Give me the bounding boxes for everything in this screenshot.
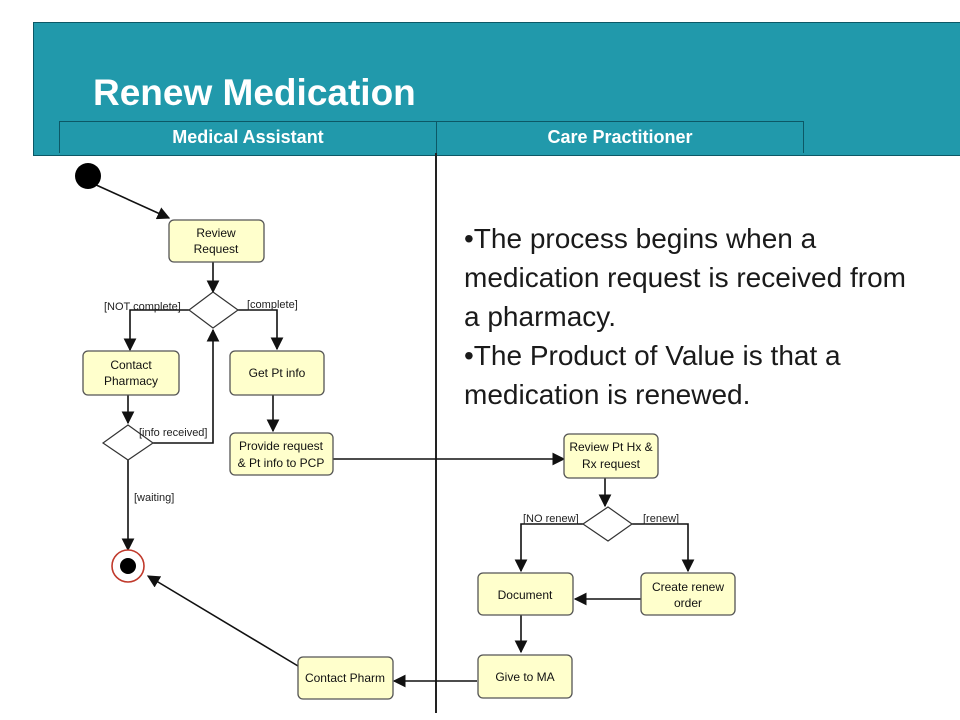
activity-label: Provide request (239, 439, 324, 453)
bullet-line: a pharmacy. (464, 301, 616, 332)
page-title: Renew Medication (93, 72, 416, 113)
bullet-line: •The process begins when a (464, 223, 817, 254)
activity-label: Pharmacy (104, 374, 158, 388)
activity-label: Create renew (652, 580, 724, 594)
activity-provide-request: Provide request & Pt info to PCP (229, 432, 334, 476)
edge-start-to-review (93, 183, 171, 220)
lane-header-care-practitioner: Care Practitioner (436, 121, 804, 153)
edge-renew (632, 523, 695, 573)
guard-no-renew: [NO renew] (523, 513, 579, 525)
description-text: •The process begins when a medication re… (464, 219, 960, 414)
activity-label: Rx request (582, 457, 641, 471)
activity-label: Get Pt info (249, 366, 306, 380)
guard-not-complete: [NOT complete] (104, 301, 181, 313)
activity-label: Give to MA (495, 670, 554, 684)
edges (93, 183, 695, 688)
bullet-line: •The Product of Value is that a (464, 340, 841, 371)
decision-complete (188, 291, 240, 329)
decision-info-received (101, 424, 155, 461)
guard-complete: [complete] (247, 299, 298, 311)
activity-label: Review (196, 226, 236, 240)
bullet-line: medication is renewed. (464, 379, 751, 410)
edge-no-renew (514, 523, 583, 573)
activity-contact-pharmacy: Contact Pharmacy (82, 350, 180, 396)
activity-label: Document (498, 588, 553, 602)
activity-review-request: Review Request (168, 219, 265, 263)
lane-divider (435, 153, 437, 713)
activity-give-to-ma: Give to MA (477, 654, 573, 699)
decision-renew (581, 506, 634, 542)
edge-complete (238, 309, 284, 351)
guard-waiting: [waiting] (134, 492, 174, 504)
initial-node (75, 163, 101, 189)
edge-not-complete (123, 309, 189, 352)
activity-label: Request (194, 242, 239, 256)
bullet-line: medication request is received from (464, 262, 906, 293)
guard-info-received: [info received] (139, 427, 207, 439)
activity-create-renew-order: Create renew order (640, 572, 736, 616)
final-node (111, 549, 145, 583)
activity-review-pt-hx: Review Pt Hx & Rx request (563, 433, 659, 479)
activity-contact-pharm: Contact Pharm (297, 656, 394, 700)
guard-renew: [renew] (643, 513, 679, 525)
activity-get-pt-info: Get Pt info (229, 350, 325, 396)
activity-label: Review Pt Hx & (569, 440, 652, 454)
activity-label: Contact (110, 358, 152, 372)
edge-contact-pharm-to-end (146, 575, 299, 667)
activity-label: & Pt info to PCP (238, 456, 325, 470)
activity-label: order (674, 596, 702, 610)
activity-label: Contact Pharm (305, 671, 385, 685)
header-band (33, 22, 960, 156)
edge-info-received (153, 328, 220, 444)
activity-document: Document (477, 572, 574, 616)
